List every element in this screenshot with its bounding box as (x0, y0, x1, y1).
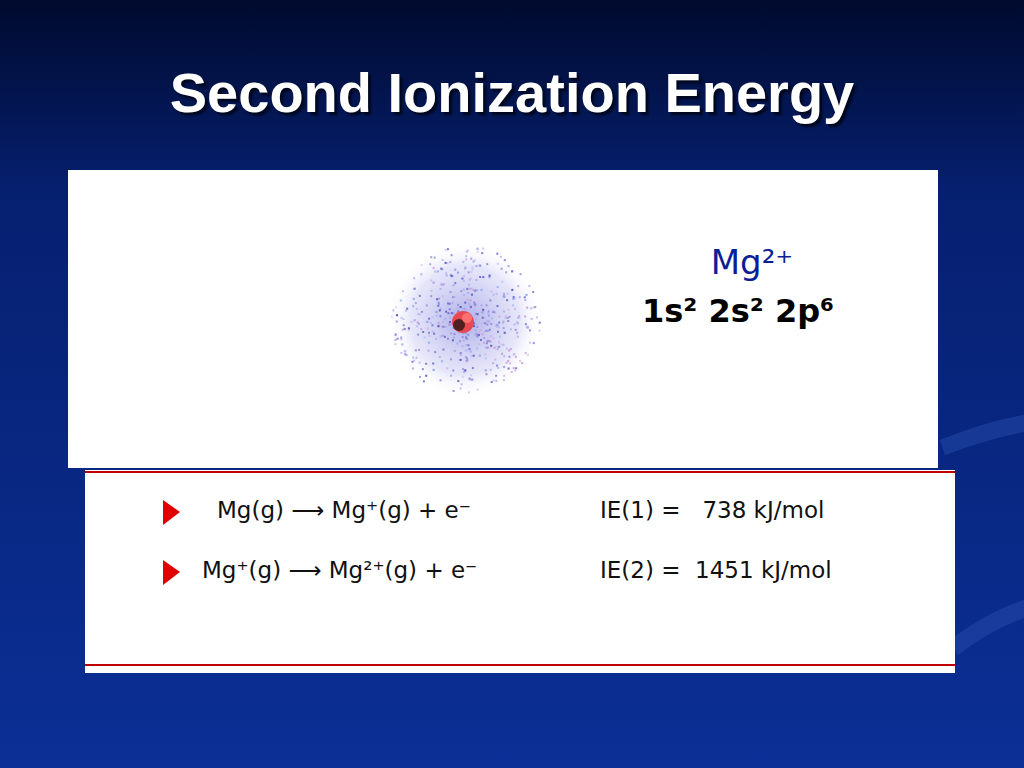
ion-symbol: Mg²⁺ (711, 242, 794, 282)
ionization-energy-value: IE(1) = 738 kJ/mol (600, 497, 824, 523)
equation-panel: Mg(g) ⟶ Mg⁺(g) + e⁻ IE(1) = 738 kJ/molMg⁺… (85, 470, 955, 673)
slide-title: Second Ionization Energy (0, 60, 1024, 125)
ionization-equation: Mg(g) ⟶ Mg⁺(g) + e⁻ (217, 497, 471, 523)
ionization-energy-value: IE(2) = 1451 kJ/mol (600, 557, 832, 583)
ionization-equation: Mg⁺(g) ⟶ Mg²⁺(g) + e⁻ (202, 557, 477, 583)
config-panel: Mg²⁺ 1s² 2s² 2p⁶ (68, 170, 938, 468)
electron-configuration: 1s² 2s² 2p⁶ (642, 292, 834, 330)
